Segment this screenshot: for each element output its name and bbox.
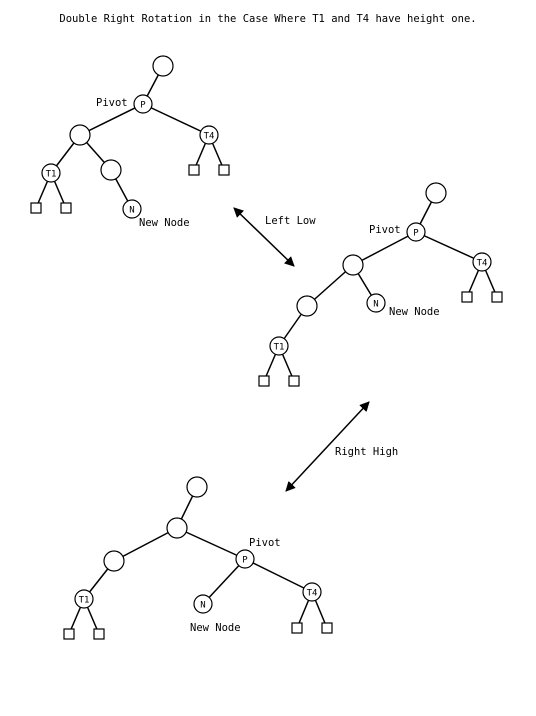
tree3-leaf [291,622,303,634]
tree3-root-node [186,476,208,498]
tree3-pivot-node-label: P [242,556,248,566]
tree3-pivot-node [235,549,255,569]
tree2-left-child-node [342,254,364,276]
tree2-t1-node [269,336,289,356]
tree2-new-node [366,293,386,313]
tree2-t4-label: T4 [477,259,488,269]
tree2-new-node-label: N [373,300,378,310]
tree2-root-node [425,182,447,204]
tree1-new-node-annotation: New Node [139,217,190,229]
tree2-new-node-annotation: New Node [389,306,440,318]
left-low-transition: Left Low [233,207,316,267]
tree3-t4-node [302,582,322,602]
double-arrow-right-high [285,401,370,492]
tree1-t1-label: T1 [46,170,57,180]
tree3-leaf [321,622,333,634]
tree2-pivot-node [406,222,426,242]
tree1-leaf [218,164,230,176]
tree1-t1-node [41,163,61,183]
tree2-inner-node [296,295,318,317]
tree-1: P T4 T1 N Pivot New Node [30,55,230,229]
tree2-leaf [288,375,300,387]
double-arrow-left-low [233,207,295,267]
diagram-title: Double Right Rotation in the Case Where … [59,13,477,25]
tree1-pivot-node-label: P [140,101,146,111]
tree1-leaf [30,202,42,214]
tree1-new-node [122,199,142,219]
tree-3: P T1 N T4 Pivot New Node [63,476,333,640]
tree2-leaf [491,291,503,303]
tree3-t1-label: T1 [79,596,90,606]
tree2-t4-node [472,252,492,272]
right-high-label: Right High [335,446,398,458]
tree1-leaf [188,164,200,176]
tree2-leaf [461,291,473,303]
tree1-pivot-annotation: Pivot [96,97,128,109]
tree3-t1-node [74,589,94,609]
tree3-new-node-annotation: New Node [190,622,241,634]
tree3-new-node [193,594,213,614]
tree1-inner-node [100,159,122,181]
tree1-leaf [60,202,72,214]
tree2-pivot-annotation: Pivot [369,224,401,236]
tree1-root-node [152,55,174,77]
tree3-t4-label: T4 [307,589,318,599]
tree1-new-node-label: N [129,206,134,216]
tree2-pivot-node-label: P [413,229,419,239]
tree2-leaf [258,375,270,387]
tree-2: P T4 N T1 Pivot New Node [258,182,503,387]
left-low-label: Left Low [265,215,316,227]
tree1-t4-label: T4 [204,132,215,142]
tree3-left-child-node [103,550,125,572]
tree1-t4-node [199,125,219,145]
tree3-pivot-annotation: Pivot [249,537,281,549]
tree1-left-child-node [69,124,91,146]
tree3-new-node-label: N [200,601,205,611]
tree3-leaf [63,628,75,640]
tree1-pivot-node [133,94,153,114]
tree3-leaf [93,628,105,640]
tree3-new-root-node [166,517,188,539]
right-high-transition: Right High [285,401,398,492]
tree2-t1-label: T1 [274,343,285,353]
